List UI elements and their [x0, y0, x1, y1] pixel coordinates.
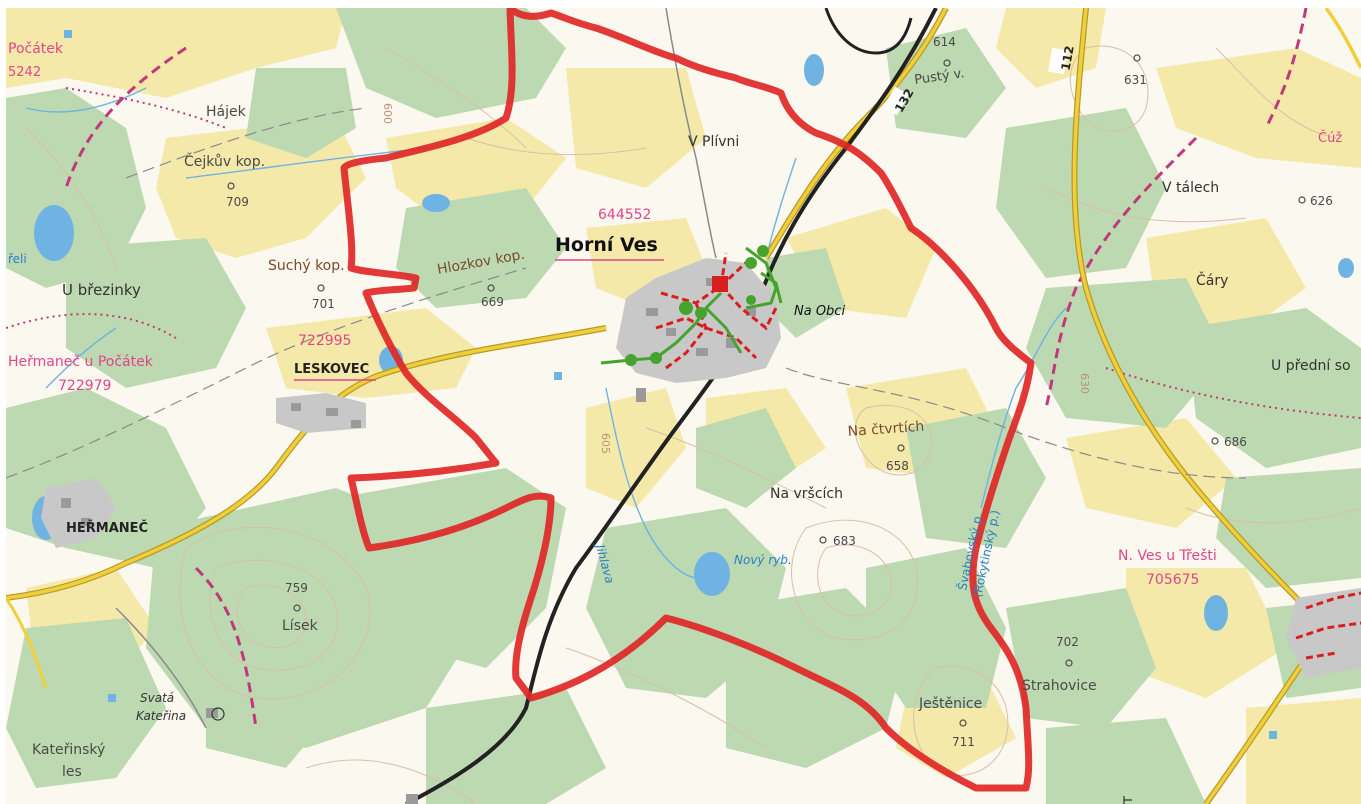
label-contour-605: 605	[599, 433, 612, 454]
water-reservoir-marker	[712, 276, 728, 292]
label-jestenice: Ještěnice	[918, 696, 982, 712]
label-pocatek-code: 5242	[8, 65, 41, 80]
label-elev-759: 759	[285, 581, 308, 595]
church-icon	[211, 707, 225, 721]
label-elev-631: 631	[1124, 73, 1147, 87]
label-elev-669: 669	[481, 295, 504, 309]
pond-nne	[804, 54, 824, 86]
pond-east	[1204, 595, 1228, 631]
project-boundary	[340, 8, 1035, 792]
label-u-predni: U přední so	[1271, 358, 1351, 374]
label-na-ctvrtich: Na čtvrtích	[847, 419, 925, 440]
map-labels: Počátek 5242 Hájek Čejkův kop. 709 Suchý…	[8, 35, 1351, 780]
corner-symbol	[1123, 796, 1132, 804]
elevation-points	[227, 54, 1306, 727]
pond-west	[34, 205, 74, 261]
label-elev-686: 686	[1224, 435, 1247, 449]
streams	[25, 87, 1067, 580]
label-suchy-kop: Suchý kop.	[268, 258, 345, 274]
label-na-vrsicich: Na vršcích	[770, 486, 843, 502]
label-elev-711: 711	[952, 735, 975, 749]
utility-networks	[600, 245, 1361, 660]
blue-point-markers	[64, 30, 1277, 739]
label-horni-ves: Horní Ves	[555, 234, 658, 256]
label-leskovec-code: 722995	[298, 333, 351, 349]
label-u-brezinky: U březinky	[62, 281, 141, 299]
settlement-hermanec	[41, 478, 116, 548]
label-contour-630: 630	[1078, 373, 1091, 394]
settlement-nova-ves	[1286, 588, 1361, 678]
label-les: les	[62, 764, 82, 780]
map-viewport[interactable]: Počátek 5242 Hájek Čejkův kop. 709 Suchý…	[6, 8, 1361, 804]
label-road-112: 112	[1059, 45, 1077, 72]
label-contour-600: 600	[381, 103, 394, 124]
label-elev-626: 626	[1310, 194, 1333, 208]
label-elev-701: 701	[312, 297, 335, 311]
label-n-ves-u-tresti: N. Ves u Třešti	[1118, 548, 1217, 564]
road-112	[1072, 8, 1328, 630]
road-shields	[883, 47, 1068, 116]
label-pusty-v: Pustý v.	[913, 66, 965, 88]
label-reli: řeli	[8, 252, 27, 266]
label-elev-658: 658	[886, 459, 909, 473]
pond-north	[422, 194, 450, 212]
label-v-plivni: V Plívni	[688, 134, 739, 150]
label-hermanec-u-pocatek: Heřmaneč u Počátek	[8, 354, 154, 370]
label-novy-rybnik: Nový ryb.	[734, 553, 792, 567]
label-hajek: Hájek	[206, 104, 247, 120]
label-katerina: Kateřina	[136, 709, 186, 723]
label-elev-709: 709	[226, 195, 249, 209]
label-strahovice: Strahovice	[1022, 678, 1097, 694]
label-svata: Svatá	[140, 691, 174, 705]
label-lisek: Lísek	[282, 618, 319, 634]
label-elev-614: 614	[933, 35, 956, 49]
label-horni-ves-code: 644552	[598, 207, 651, 223]
topographic-map[interactable]: Počátek 5242 Hájek Čejkův kop. 709 Suchý…	[6, 8, 1361, 804]
cadastral-borders	[6, 87, 1361, 419]
label-cejkuv-kop: Čejkův kop.	[184, 152, 265, 170]
road-west	[6, 326, 607, 600]
district-borders	[64, 8, 1308, 729]
label-hermanec: HEŘMANEČ	[66, 520, 148, 536]
label-v-talech: V tálech	[1162, 180, 1219, 196]
label-leskovec: LESKOVEC	[294, 362, 369, 377]
road-132-shield	[883, 86, 909, 116]
road-112-shield	[1048, 47, 1068, 75]
sewer-nodes	[625, 245, 769, 366]
label-na-obci: Na Obci	[794, 304, 845, 319]
label-elev-702: 702	[1056, 635, 1079, 649]
label-katerinsky: Kateřinský	[32, 742, 105, 758]
forest-areas	[6, 8, 1361, 804]
label-cuz: Čúž	[1318, 130, 1342, 146]
label-cary: Čáry	[1196, 271, 1228, 289]
label-hermanec-code: 722979	[58, 378, 111, 394]
label-n-ves-code: 705675	[1146, 572, 1199, 588]
pond-far-east	[1338, 258, 1354, 278]
label-elev-683: 683	[833, 534, 856, 548]
contour-lines	[25, 45, 1361, 804]
label-pocatek: Počátek	[8, 41, 64, 57]
map-symbols	[211, 707, 1132, 804]
